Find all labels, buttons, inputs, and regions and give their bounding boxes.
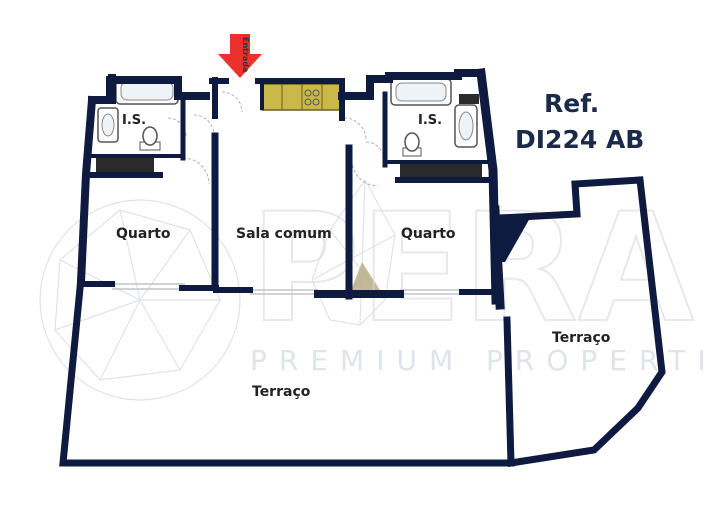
hob-burner (304, 89, 312, 97)
hob-burner (312, 89, 320, 97)
hob-burner (312, 98, 320, 106)
side-terrace-outer-wall (496, 176, 666, 467)
right-wc-top-wall (338, 69, 485, 100)
windows (112, 283, 462, 295)
cabinet-right (400, 160, 482, 178)
column (494, 218, 530, 262)
sink-basin-right (458, 111, 474, 141)
bathtub-inner-right (395, 82, 447, 102)
watermark: PERA PREMIUM PROPERTIES (39, 178, 713, 401)
arrow-down-icon (218, 34, 262, 78)
cabinet-right-side (459, 94, 479, 104)
room-label-terrace-side: Terraço (552, 330, 611, 346)
watermark-pear-accent (348, 262, 385, 298)
entrance-marker: Entrada (218, 34, 262, 78)
watermark-tagline: PREMIUM PROPERTIES (250, 344, 713, 377)
watermark-pear-logo (39, 178, 396, 401)
right-bathroom-fixtures (390, 78, 482, 178)
hob-burner (304, 98, 312, 106)
reference-label: Ref. (544, 89, 599, 118)
terrace-divider-wall (503, 316, 515, 467)
terrace-outer-wall (59, 274, 515, 467)
toilet-icon (142, 126, 158, 146)
toilet-icon-right (404, 132, 420, 152)
kitchen-counter-body (261, 83, 341, 111)
room-label-living-room: Sala comum (236, 226, 332, 242)
reference-code: DI224 AB (515, 125, 644, 154)
room-label-bedroom-right: Quarto (401, 226, 456, 242)
left-wc-top-wall (88, 76, 210, 104)
room-label-bedroom-left: Quarto (116, 226, 171, 242)
room-label-terrace-main: Terraço (252, 384, 311, 400)
left-outer-wall (76, 95, 97, 287)
bathtub-inner (120, 81, 174, 101)
walls (59, 67, 666, 467)
kitchen-counter (261, 83, 341, 111)
room-label-wc-right: I.S. (418, 113, 442, 128)
cabinet-left (96, 155, 154, 174)
sink-basin (101, 113, 115, 137)
watermark-brand: PERA (250, 182, 694, 356)
entrance-label: Entrada (241, 37, 250, 72)
room-label-wc-left: I.S. (122, 113, 146, 128)
